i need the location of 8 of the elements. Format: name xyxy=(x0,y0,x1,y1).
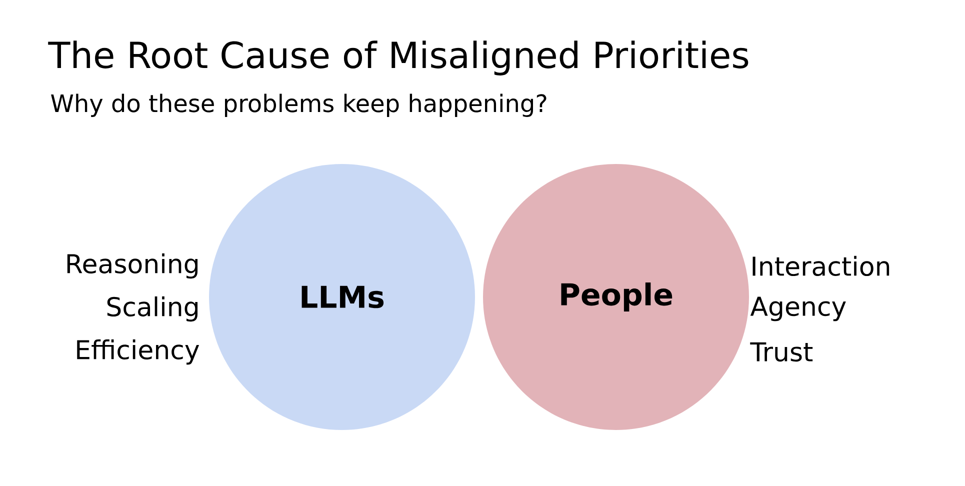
side-label: Scaling xyxy=(107,296,198,322)
side-label: Reasoning xyxy=(67,253,198,279)
title: The Root Cause of Misaligned Priorities xyxy=(48,40,748,76)
subtitle: Why do these problems keep happening? xyxy=(51,94,546,117)
side-label: Trust xyxy=(750,342,813,362)
side-label: Agency xyxy=(750,296,846,322)
side-label: Interaction xyxy=(752,256,890,276)
side-label: Efficiency xyxy=(77,339,200,365)
